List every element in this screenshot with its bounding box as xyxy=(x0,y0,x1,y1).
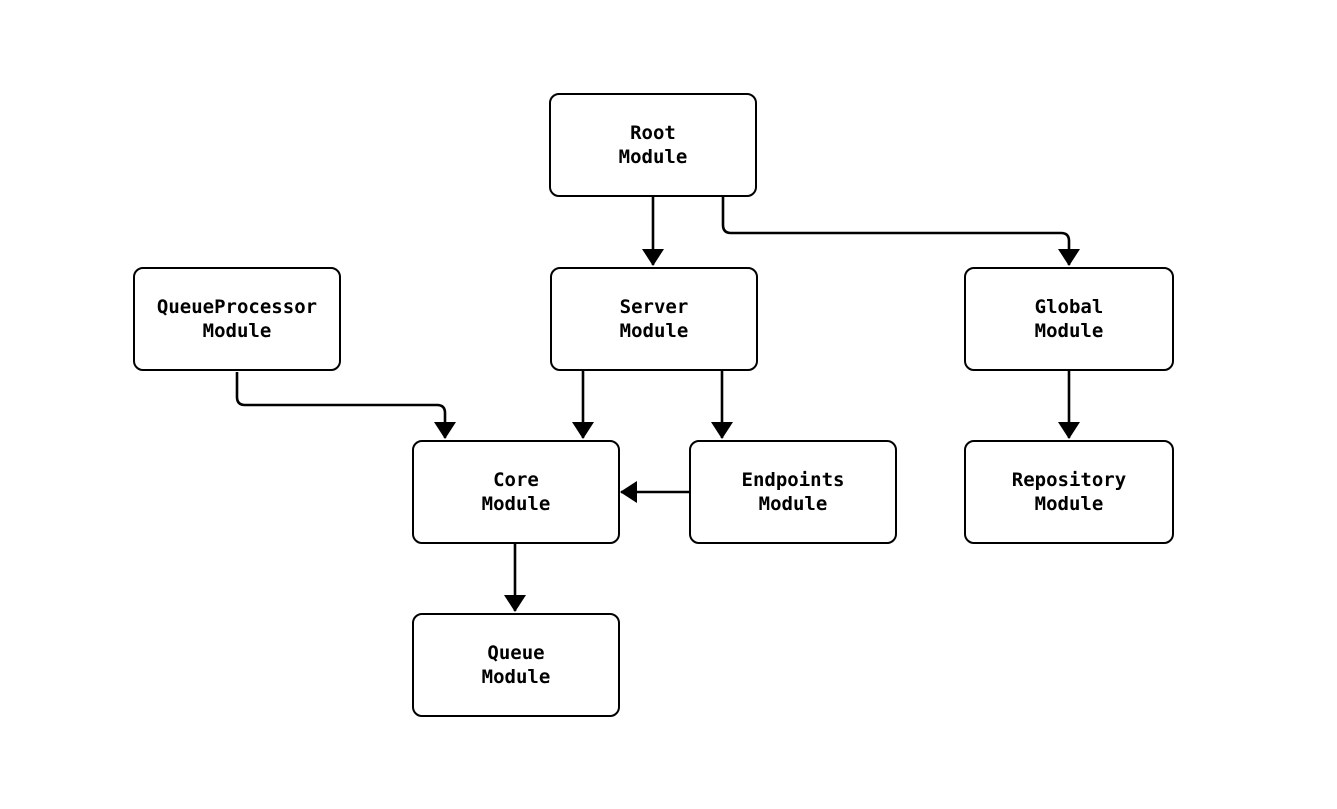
node-server-module-label: Server Module xyxy=(619,296,689,342)
node-queue-module: Queue Module xyxy=(412,613,620,717)
edge-root-module-to-global-module xyxy=(721,197,1080,266)
node-queueprocessor-module: QueueProcessor Module xyxy=(133,267,341,371)
node-core-module-label: Core Module xyxy=(481,469,551,515)
node-queueprocessor-module-label: QueueProcessor Module xyxy=(156,296,318,342)
node-repository-module-label: Repository Module xyxy=(1011,469,1127,515)
node-repository-module: Repository Module xyxy=(964,440,1174,544)
node-root-module: Root Module xyxy=(549,93,757,197)
node-global-module: Global Module xyxy=(964,267,1174,371)
node-root-module-label: Root Module xyxy=(618,122,688,168)
node-queue-module-label: Queue Module xyxy=(481,642,551,688)
node-core-module: Core Module xyxy=(412,440,620,544)
node-global-module-label: Global Module xyxy=(1034,296,1104,342)
node-server-module: Server Module xyxy=(550,267,758,371)
edge-queueprocessor-module-to-core-module xyxy=(235,372,456,439)
node-endpoints-module: Endpoints Module xyxy=(689,440,897,544)
node-endpoints-module-label: Endpoints Module xyxy=(741,469,845,515)
